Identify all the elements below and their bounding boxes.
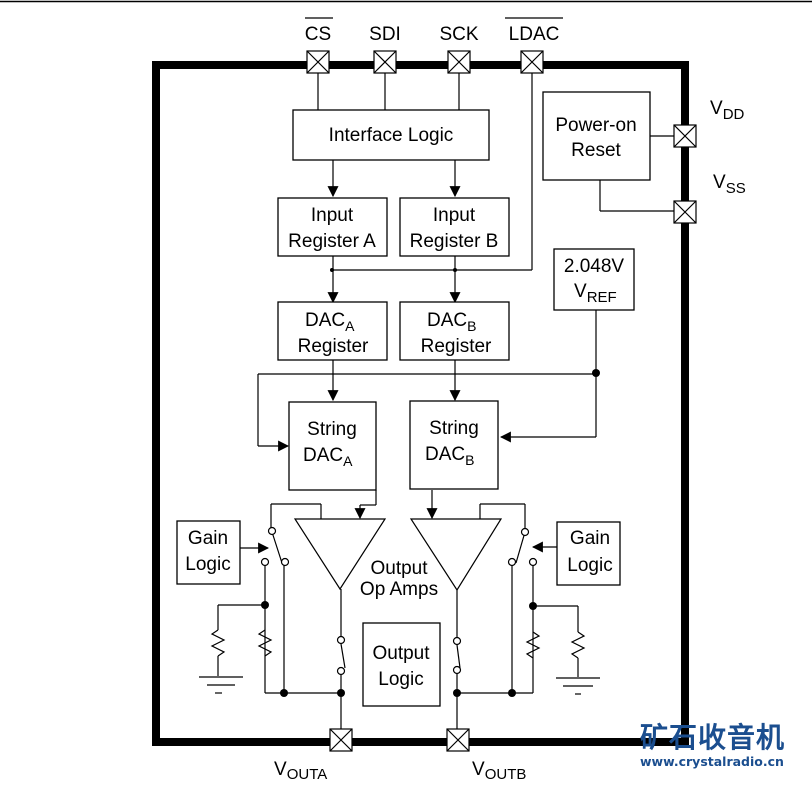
reset-label: Reset — [571, 140, 621, 161]
pad-cs — [306, 50, 330, 74]
vref-value: 2.048V — [564, 256, 625, 277]
junction-dots — [261, 268, 600, 697]
input-reg-b-line2: Register B — [410, 231, 499, 252]
pin-pads — [306, 50, 697, 752]
pin-label-voutb: VOUTB — [472, 759, 526, 783]
input-register-a-block — [277, 197, 388, 257]
string-dac-b-block — [409, 400, 499, 490]
switch-contacts — [260, 526, 538, 676]
gain-logic-left-block — [176, 520, 241, 585]
dac-a-reg-line2: Register — [298, 336, 369, 357]
string-dac-b-line1: String — [429, 418, 479, 439]
input-reg-b-line1: Input — [433, 205, 476, 226]
pin-label-sdi: SDI — [369, 24, 401, 45]
input-reg-a-line1: Input — [311, 205, 354, 226]
watermark: 矿石收音机 www.crystalradio.cn — [640, 722, 812, 770]
string-dac-a-line1: String — [307, 419, 357, 440]
string-dac-a-line2: DACA — [303, 445, 353, 469]
watermark-url: www.crystalradio.cn — [640, 754, 784, 769]
output-op-amps-line2: Op Amps — [360, 579, 438, 600]
output-logic-line2: Logic — [378, 669, 423, 690]
gain-logic-left-line1: Gain — [188, 528, 228, 549]
op-amp-a — [293, 518, 387, 591]
input-register-b-block — [399, 197, 510, 257]
pin-label-ldac: LDAC — [509, 24, 560, 45]
output-op-amps-line1: Output — [370, 558, 428, 579]
pin-label-vouta: VOUTA — [274, 759, 327, 783]
pin-wires — [199, 72, 675, 735]
vref-block — [553, 248, 635, 311]
pad-ldac — [520, 50, 544, 74]
chip-package-outline — [152, 61, 689, 746]
power-on-reset-block — [542, 91, 651, 181]
pad-voutb — [446, 728, 470, 752]
pin-label-vss: VSS — [713, 172, 746, 197]
dac-b-register-block — [399, 301, 510, 361]
dac-a-reg-line1: DACA — [305, 310, 355, 334]
pin-label-sck: SCK — [439, 24, 478, 45]
pin-label-cs: CS — [305, 24, 331, 45]
pad-sck — [447, 50, 471, 74]
gain-logic-left-line2: Logic — [185, 554, 230, 575]
output-logic-line1: Output — [372, 643, 430, 664]
output-logic-block — [362, 622, 441, 707]
pad-sdi — [373, 50, 397, 74]
power-on-label: Power-on — [555, 115, 636, 136]
interface-logic-label: Interface Logic — [329, 125, 454, 146]
interface-logic-block — [292, 109, 490, 161]
string-dac-a-block — [288, 401, 377, 491]
pad-vss — [673, 200, 697, 224]
input-reg-a-line2: Register A — [288, 231, 376, 252]
pin-label-vdd: VDD — [710, 98, 745, 123]
gain-logic-right-line2: Logic — [567, 555, 612, 576]
dac-a-register-block — [277, 301, 388, 361]
pad-vdd — [673, 124, 697, 148]
pad-vouta — [329, 728, 353, 752]
vref-label: VREF — [574, 281, 617, 306]
string-dac-b-line2: DACB — [425, 444, 474, 468]
dac-b-reg-line2: Register — [421, 336, 492, 357]
dac-b-reg-line1: DACB — [427, 310, 476, 334]
gain-logic-right-line1: Gain — [570, 528, 610, 549]
gain-logic-right-block — [556, 521, 621, 586]
op-amp-b — [409, 518, 503, 592]
watermark-name: 矿石收音机 — [640, 721, 786, 754]
